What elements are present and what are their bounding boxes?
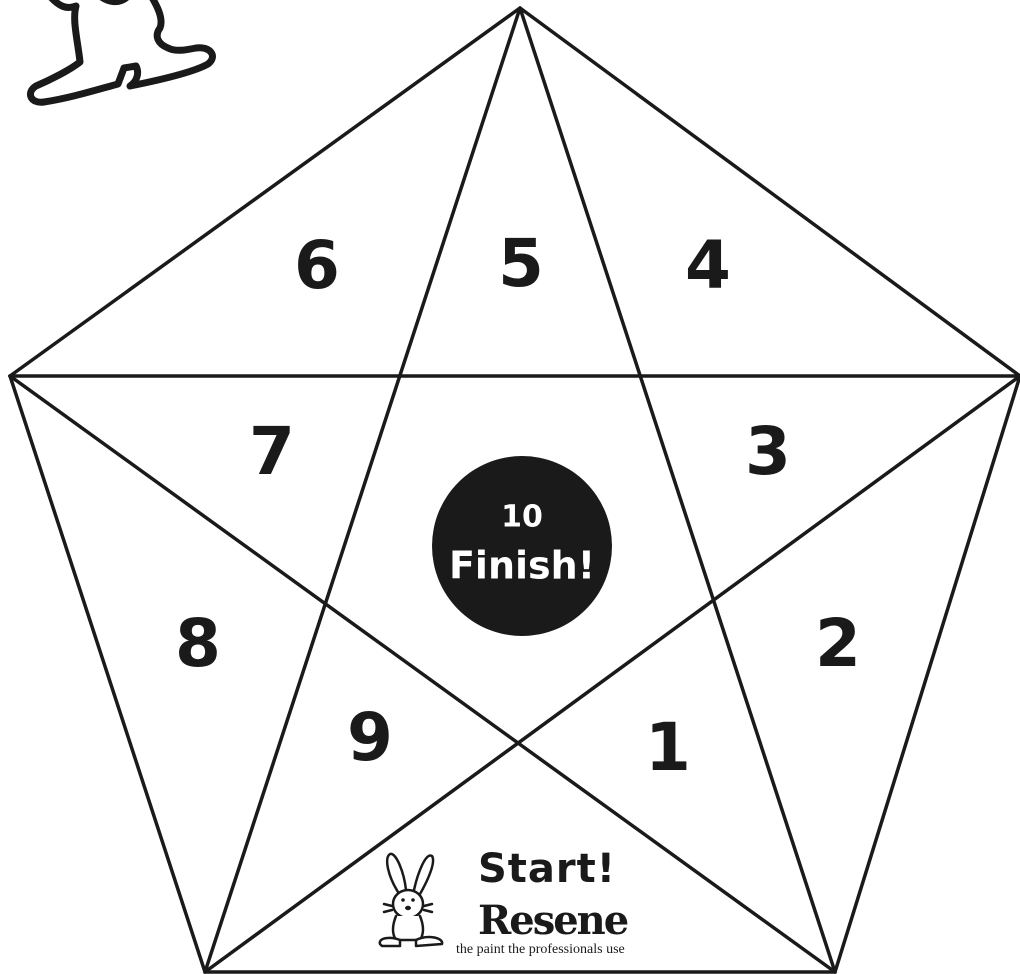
space-8-number: 8 bbox=[175, 605, 221, 682]
space-1-number: 1 bbox=[645, 709, 691, 786]
finish-space: 10 Finish! bbox=[432, 456, 612, 636]
space-9-number: 9 bbox=[347, 699, 393, 776]
space-2-number: 2 bbox=[815, 605, 861, 682]
finish-number: 10 bbox=[501, 500, 543, 535]
brand-logo: Resene bbox=[478, 897, 628, 944]
start-label: Start! bbox=[478, 846, 616, 892]
brand-tagline: the paint the professionals use bbox=[456, 942, 625, 957]
bunny-feet-icon bbox=[30, 0, 212, 102]
space-3-number: 3 bbox=[745, 413, 791, 490]
finish-label: Finish! bbox=[449, 544, 595, 588]
bunny-icon bbox=[380, 854, 442, 946]
space-7-number: 7 bbox=[249, 413, 295, 490]
space-6-number: 6 bbox=[294, 227, 340, 304]
space-4-number: 4 bbox=[685, 227, 731, 304]
start-space: Start! Resene the paint the professional… bbox=[380, 846, 628, 957]
space-5-number: 5 bbox=[498, 225, 544, 302]
